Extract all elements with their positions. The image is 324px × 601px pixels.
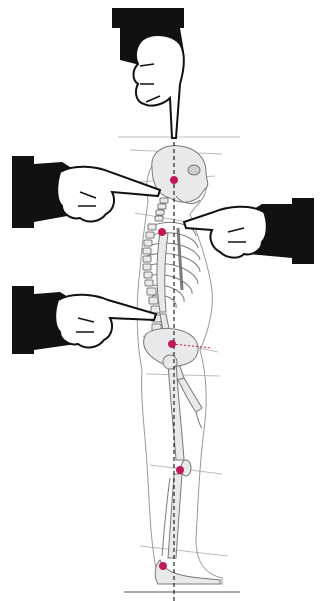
landmark-knee	[176, 466, 184, 474]
hand-top	[112, 8, 184, 138]
skull	[152, 146, 208, 202]
tibia	[168, 474, 182, 558]
landmark-ankle	[159, 562, 167, 570]
hip-joint	[163, 355, 177, 369]
hand-upper-left	[12, 156, 160, 228]
eye-socket	[188, 165, 200, 175]
cervical-spine	[155, 198, 168, 221]
landmark-shoulder	[158, 228, 166, 236]
skeleton	[143, 146, 220, 584]
landmark-ear	[170, 176, 178, 184]
hand-lower-left	[12, 286, 156, 354]
